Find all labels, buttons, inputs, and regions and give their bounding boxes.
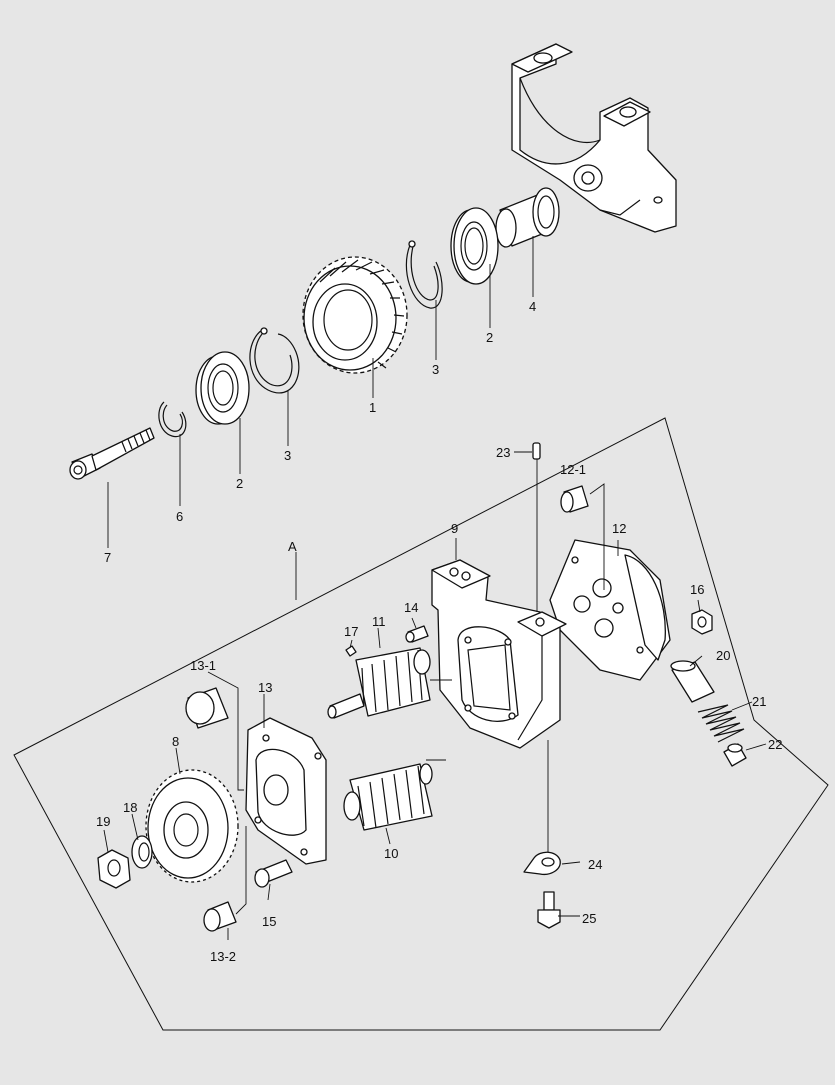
label-part-9: 9	[451, 521, 458, 536]
label-part-16: 16	[690, 582, 704, 597]
label-group-a: A	[288, 539, 297, 554]
part-9-pump-body	[431, 559, 567, 749]
label-part-12-1: 12-1	[560, 462, 586, 477]
label-part-19: 19	[96, 814, 110, 829]
part-25-bolt	[537, 891, 561, 929]
label-part-13: 13	[258, 680, 272, 695]
part-21-spring	[697, 704, 745, 743]
label-part-7: 7	[104, 550, 111, 565]
part-6-snap-ring	[158, 401, 187, 438]
label-part-12: 12	[612, 521, 626, 536]
label-part-14: 14	[404, 600, 418, 615]
part-20-valve	[670, 660, 715, 703]
part-14-pin	[405, 625, 429, 643]
part-4-sleeve	[495, 187, 560, 248]
part-2-bearing-upper	[450, 207, 499, 285]
label-part-8: 8	[172, 734, 179, 749]
bracket-housing	[511, 43, 677, 233]
label-part-2-lower: 2	[236, 476, 243, 491]
label-part-15: 15	[262, 914, 276, 929]
part-22-plug	[723, 743, 747, 767]
label-part-24: 24	[588, 857, 602, 872]
part-15-bolt	[254, 859, 293, 888]
part-12-cover-plate	[549, 539, 671, 681]
part-7-bolt	[69, 427, 155, 480]
label-part-17: 17	[344, 624, 358, 639]
label-part-4: 4	[529, 299, 536, 314]
label-part-3-lower: 3	[284, 448, 291, 463]
label-part-13-1: 13-1	[190, 658, 216, 673]
label-part-20: 20	[716, 648, 730, 663]
label-part-23: 23	[496, 445, 510, 460]
part-8-gear	[145, 769, 239, 883]
label-part-3-upper: 3	[432, 362, 439, 377]
part-16-nut	[691, 609, 713, 635]
part-1-helical-gear	[302, 256, 408, 374]
part-3-circlip-lower	[249, 327, 300, 394]
label-part-6: 6	[176, 509, 183, 524]
label-part-21: 21	[752, 694, 766, 709]
label-part-2-upper: 2	[486, 330, 493, 345]
part-10-driven-gear	[343, 763, 433, 831]
part-3-circlip-upper	[405, 240, 443, 309]
part-13-1-bushing	[185, 687, 229, 729]
label-part-1: 1	[369, 400, 376, 415]
label-part-13-2: 13-2	[210, 949, 236, 964]
leader-lines	[103, 236, 767, 940]
part-2-bearing-lower	[195, 351, 250, 425]
part-19-nut	[97, 849, 131, 889]
part-12-1-bushing	[560, 485, 589, 513]
part-17-key	[345, 645, 357, 657]
label-part-25: 25	[582, 911, 596, 926]
label-part-10: 10	[384, 846, 398, 861]
label-part-11: 11	[372, 614, 386, 629]
part-18-washer	[131, 835, 153, 869]
group-a-boundary	[13, 417, 829, 1031]
part-23-pin	[532, 442, 541, 460]
part-13-side-plate	[245, 717, 327, 865]
part-11-drive-gear	[327, 647, 431, 719]
label-part-22: 22	[768, 737, 782, 752]
label-part-18: 18	[123, 800, 137, 815]
part-labels: 1 2 4 3 3 2 6 7 23 12-1 12 9 A 16 14 11 …	[96, 299, 782, 964]
part-24-lock-washer	[523, 851, 561, 876]
part-13-2-bushing	[203, 901, 237, 932]
